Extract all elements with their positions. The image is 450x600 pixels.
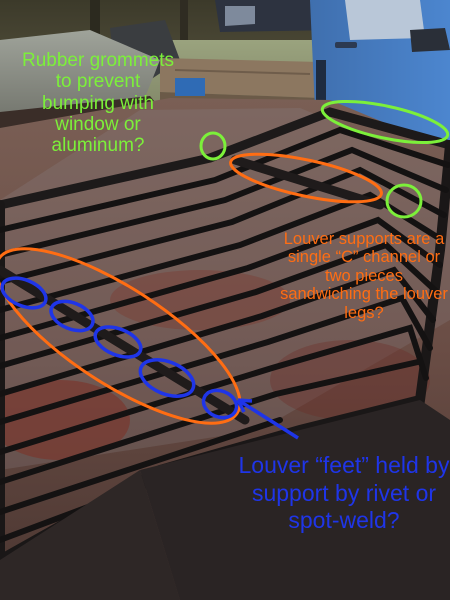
foot-circle-3 xyxy=(93,325,143,359)
grommet-note: Rubber grommets to prevent bumping with … xyxy=(21,50,175,157)
feet-note: Louver “feet” held by support by rivet o… xyxy=(238,452,450,534)
feet-markup xyxy=(0,276,299,440)
grommet-circle-top-right xyxy=(320,99,450,145)
support-markup xyxy=(0,152,383,425)
foot-circle-5 xyxy=(201,388,239,420)
foot-circle-2 xyxy=(49,299,95,333)
feet-arrow xyxy=(237,398,299,440)
support-note: Louver supports are a single “C” channel… xyxy=(280,230,448,322)
grommet-circle-left xyxy=(199,131,227,161)
foot-circle-4 xyxy=(138,358,196,398)
grommet-circle-right xyxy=(385,183,423,219)
support-oval-top xyxy=(229,152,383,204)
grommet-markup xyxy=(199,99,450,219)
foot-circle-1 xyxy=(0,276,48,310)
support-oval-left xyxy=(0,247,242,425)
